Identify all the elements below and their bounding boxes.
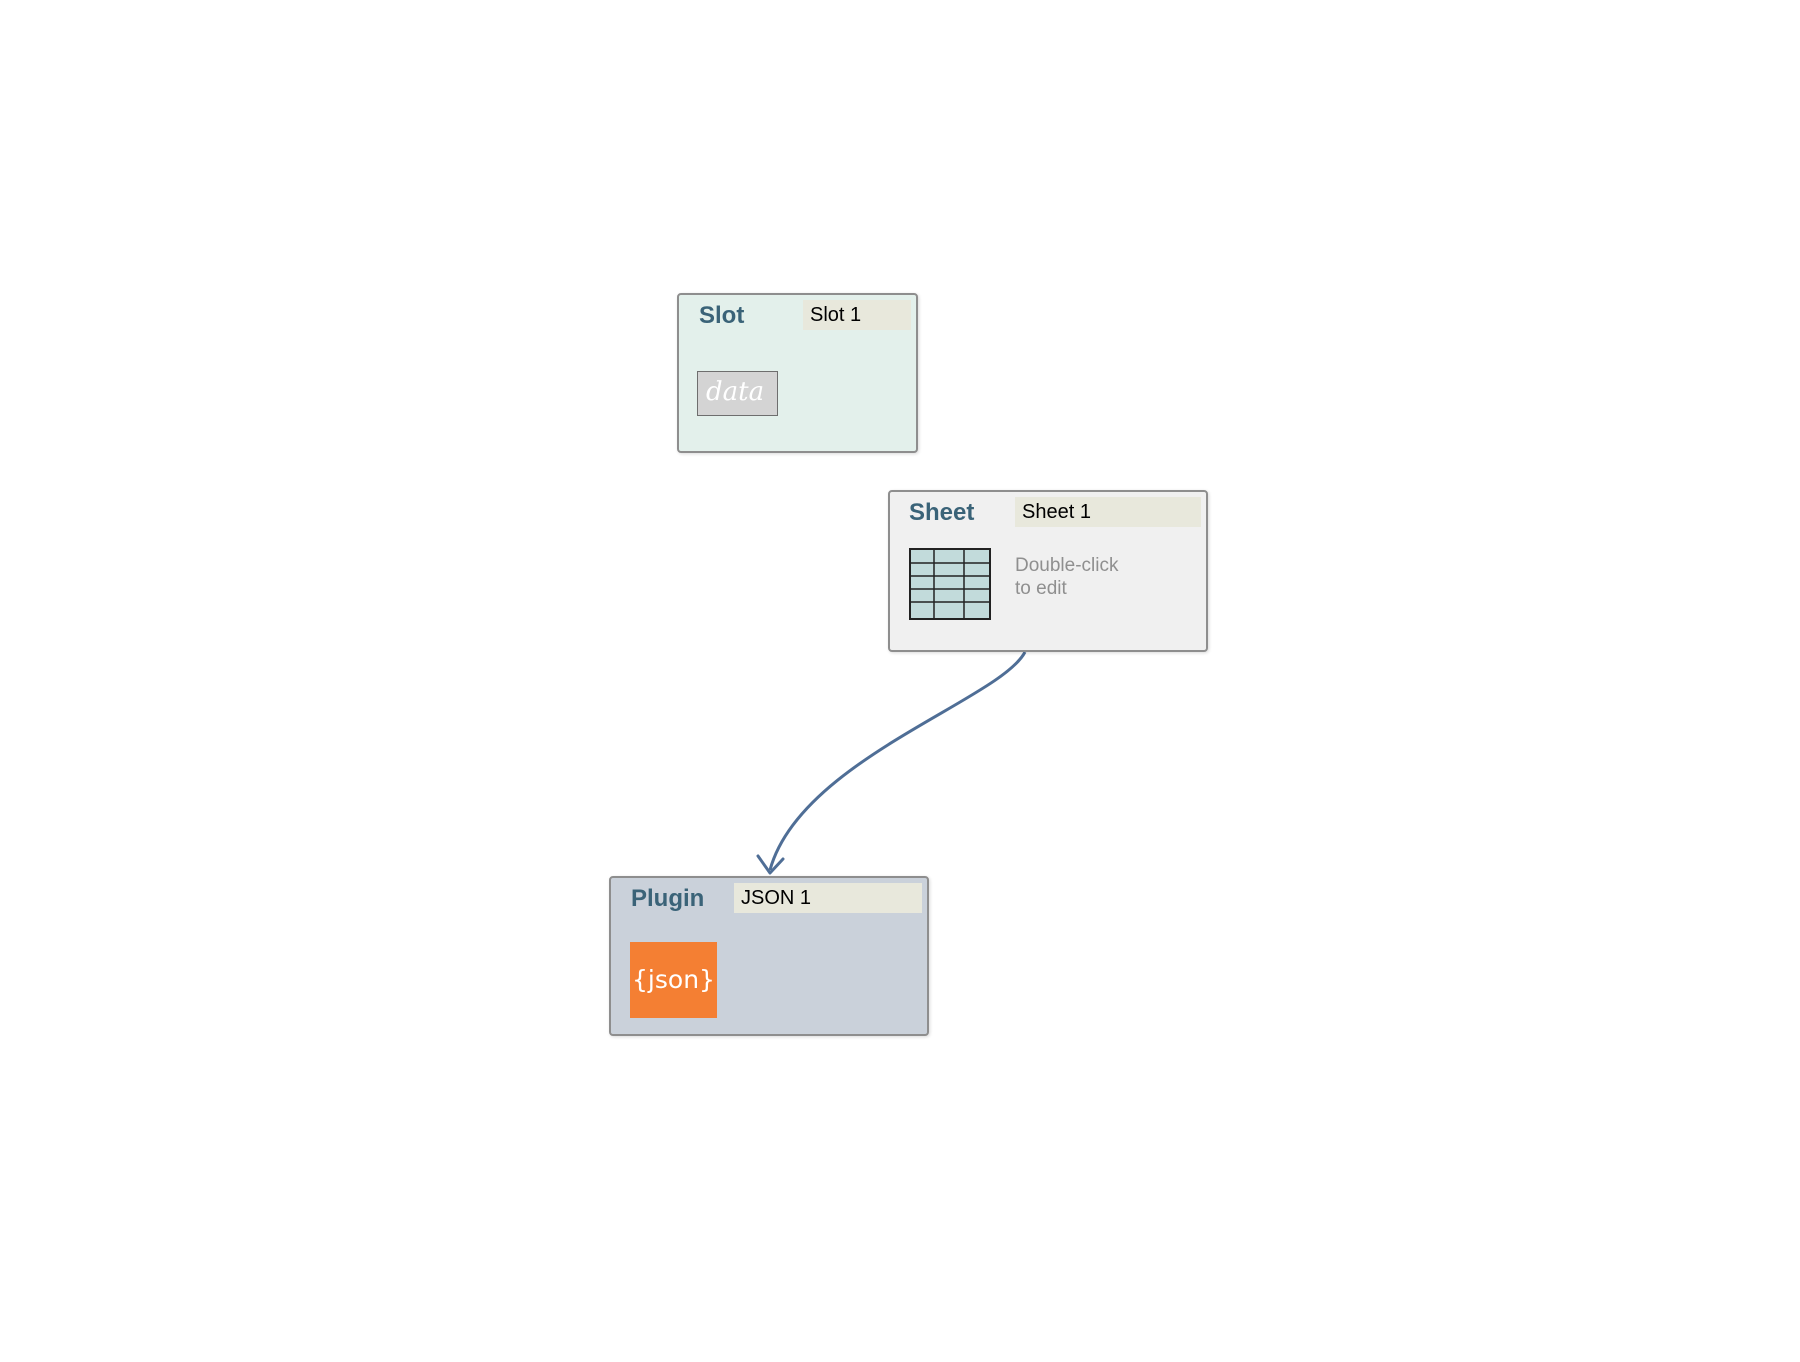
plugin-node[interactable]: Plugin JSON 1 {json} bbox=[609, 876, 929, 1036]
slot-node-type-label: Slot bbox=[699, 302, 745, 329]
plugin-node-name-field[interactable]: JSON 1 bbox=[734, 883, 922, 913]
plugin-node-type-label: Plugin bbox=[631, 885, 705, 912]
slot-node-name-field[interactable]: Slot 1 bbox=[803, 300, 911, 330]
sheet-node[interactable]: Sheet Sheet 1 Double-click to edit bbox=[888, 490, 1208, 652]
json-logo-icon: {json} bbox=[630, 942, 717, 1018]
sheet-edit-hint: Double-click to edit bbox=[1015, 555, 1119, 599]
arrowhead-icon bbox=[756, 854, 785, 875]
slot-data-chip[interactable]: data bbox=[697, 371, 778, 416]
sheet-node-type-label: Sheet bbox=[909, 499, 975, 526]
sheet-node-name-field[interactable]: Sheet 1 bbox=[1015, 497, 1201, 527]
connection-path[interactable] bbox=[768, 651, 1027, 871]
slot-node[interactable]: Slot Slot 1 data bbox=[677, 293, 918, 453]
spreadsheet-grid-icon bbox=[909, 548, 991, 625]
